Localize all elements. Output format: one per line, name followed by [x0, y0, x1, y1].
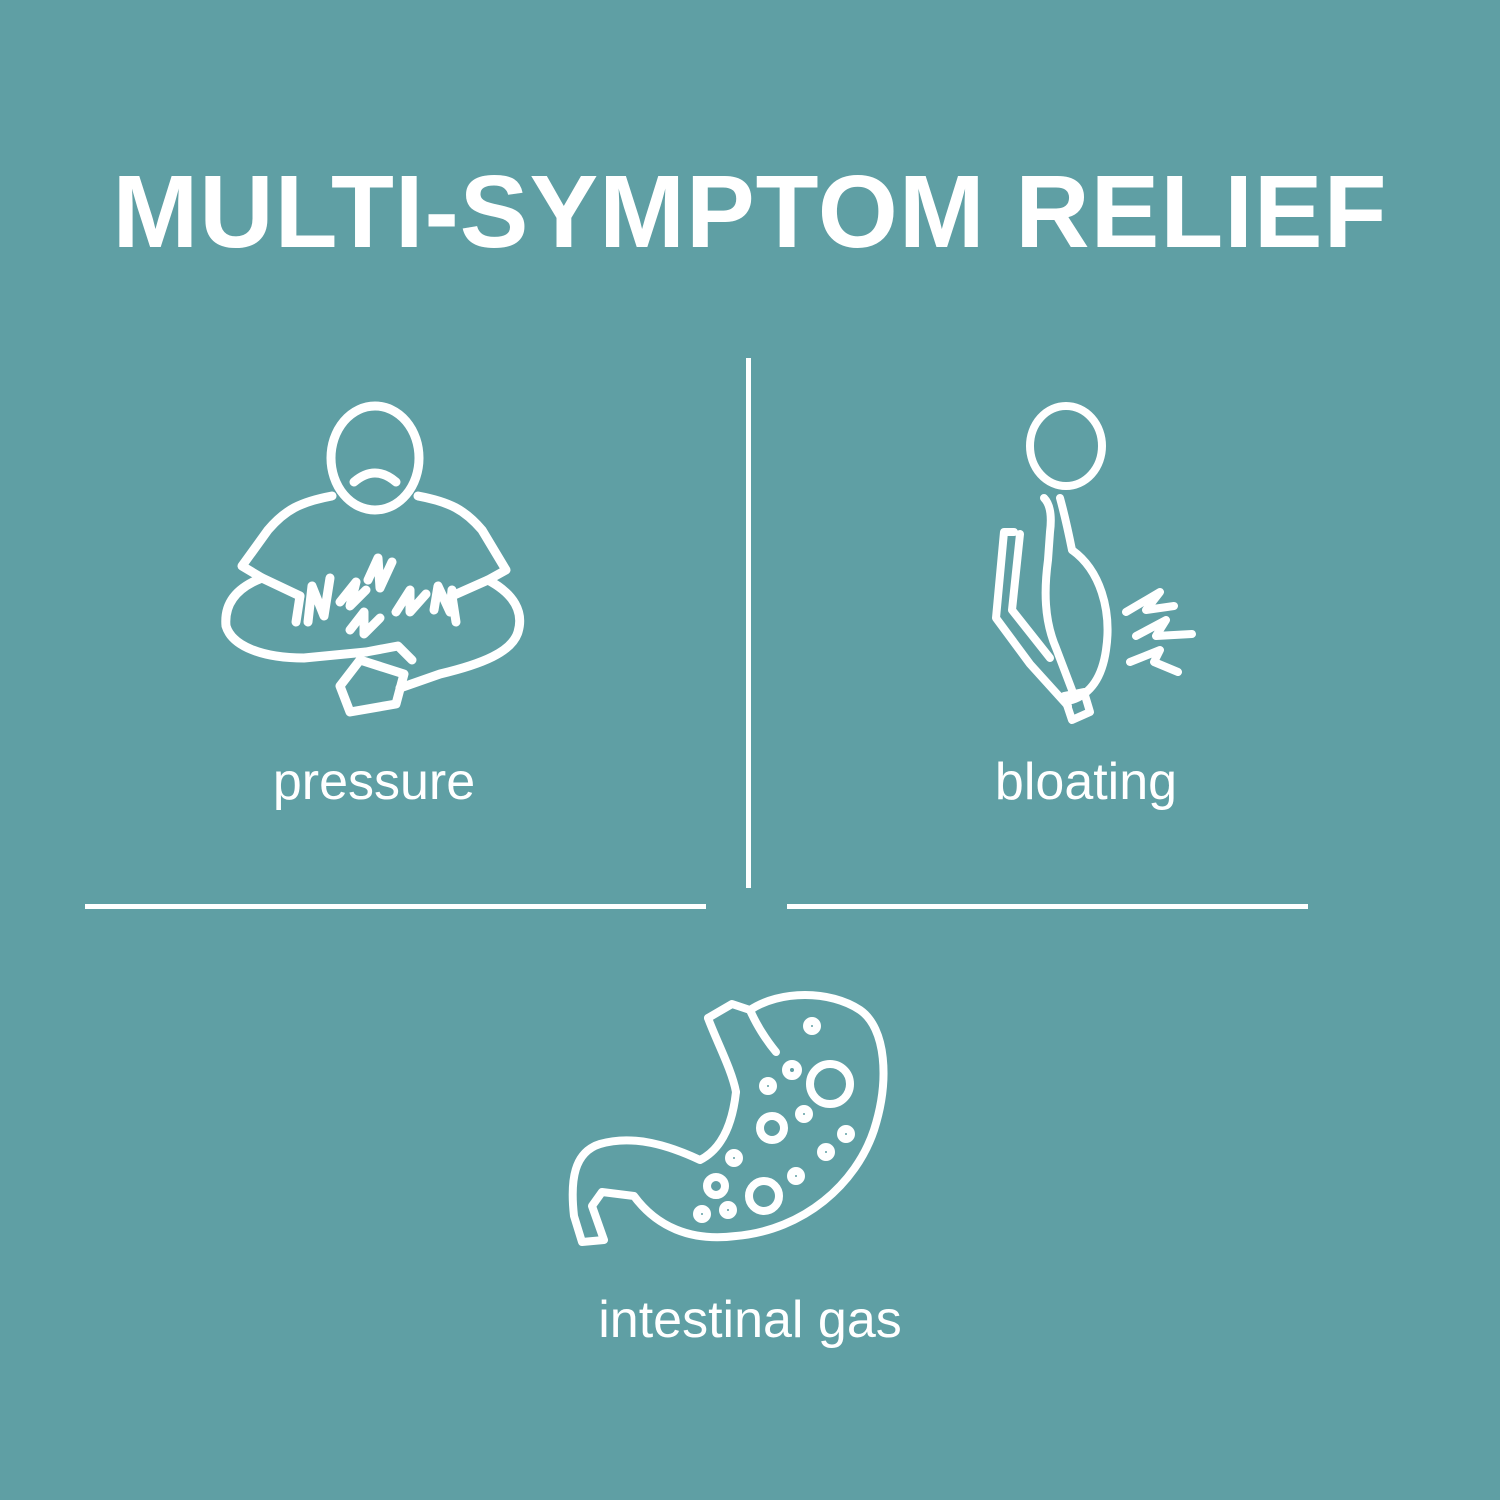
bloated-person-icon — [960, 400, 1220, 730]
page-title: MULTI-SYMPTOM RELIEF — [112, 154, 1388, 269]
symptom-label-bloating: bloating — [994, 753, 1178, 811]
symptom-label-intestinal-gas: intestinal gas — [598, 1291, 902, 1349]
symptom-label-pressure: pressure — [272, 753, 476, 811]
horizontal-divider-right — [787, 904, 1308, 909]
vertical-divider — [746, 358, 751, 888]
stomach-gas-icon — [560, 980, 900, 1260]
stomach-ache-person-icon — [200, 390, 550, 730]
horizontal-divider-left — [85, 904, 706, 909]
